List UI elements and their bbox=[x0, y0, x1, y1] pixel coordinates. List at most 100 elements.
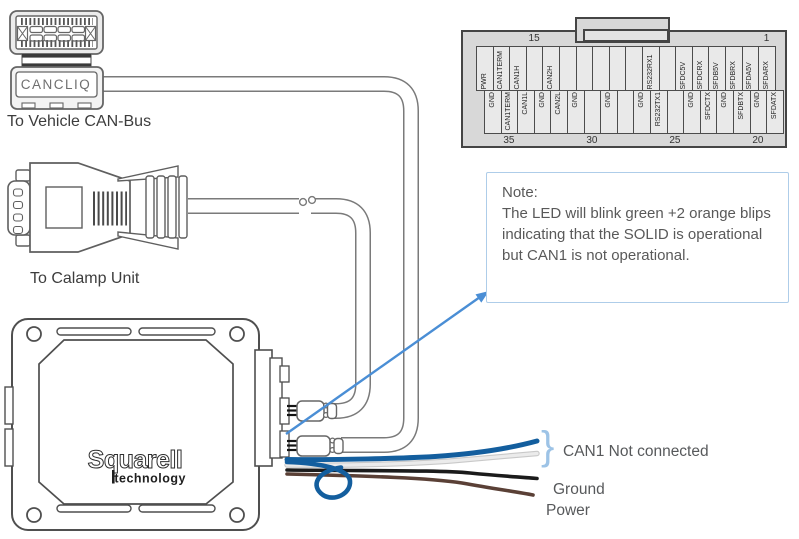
pin-label: GND bbox=[687, 92, 695, 108]
pin-cell-bottom: CAN1L bbox=[517, 90, 535, 134]
pin-cell-top bbox=[525, 46, 544, 91]
calamp-cable bbox=[188, 195, 371, 419]
pin-label: GND bbox=[488, 92, 496, 108]
db9-connector-graphic bbox=[7, 162, 188, 253]
pin-cell-bottom: SFDBTX bbox=[733, 90, 751, 134]
pin-number: 35 bbox=[503, 135, 515, 146]
pin-label bbox=[563, 48, 573, 89]
cable-break-hook bbox=[307, 195, 317, 205]
blue-wire-loop bbox=[284, 459, 353, 500]
pin-cell-bottom: RS232TX1 bbox=[650, 90, 668, 134]
pin-number: 25 bbox=[669, 135, 681, 146]
pin-label: SFDCRX bbox=[696, 60, 704, 89]
technology-logo: technology bbox=[114, 472, 186, 486]
pin-cell-top: SFDB5V bbox=[708, 46, 726, 91]
to-calamp-label: To Calamp Unit bbox=[30, 270, 140, 287]
solid-device-graphic bbox=[4, 318, 290, 531]
pin-label: GND bbox=[538, 92, 546, 108]
pin-number: 15 bbox=[528, 33, 540, 44]
pin-label: CAN1H bbox=[513, 65, 521, 89]
wire-bracket: } bbox=[541, 424, 554, 468]
pin-cell-bottom: GND bbox=[749, 90, 768, 134]
pinout-latch-tab bbox=[575, 17, 670, 43]
pin-cell-top bbox=[608, 46, 627, 91]
pin-cell-top: SFDARX bbox=[758, 46, 776, 91]
ground-label: Ground bbox=[553, 481, 605, 498]
pin-number: 30 bbox=[586, 135, 598, 146]
note-body: The LED will blink green +2 orange blips… bbox=[502, 205, 771, 264]
pin-cell-top: SFDCRX bbox=[691, 46, 710, 91]
pin-cell-top bbox=[592, 46, 610, 91]
to-vehicle-label: To Vehicle CAN-Bus bbox=[7, 113, 151, 130]
pin-label: CAN1L bbox=[521, 92, 529, 115]
pin-label: SFDBRX bbox=[729, 60, 737, 89]
can1-white-wire bbox=[285, 451, 539, 467]
note-arrow bbox=[285, 291, 489, 435]
pin-cell-top bbox=[658, 46, 677, 91]
pin-cell-top: SFDBRX bbox=[725, 46, 743, 91]
pin-label: RS232TX1 bbox=[654, 92, 662, 127]
pin-cell-bottom: GND bbox=[633, 90, 651, 134]
cancliq-connector-graphic bbox=[9, 10, 104, 110]
pin-cell-top: PWR bbox=[476, 46, 494, 91]
pin-cell-bottom: GND bbox=[533, 90, 552, 134]
can1-blue-wire bbox=[284, 438, 540, 463]
pin-label: GND bbox=[721, 92, 729, 108]
cancliq-label: CANCLIQ bbox=[21, 77, 92, 92]
pin-label: SFDC5V bbox=[679, 61, 687, 89]
pin-label: SFDB5V bbox=[713, 61, 721, 89]
pin-cell-bottom: SFDCTX bbox=[699, 90, 718, 134]
note-box: Note: The LED will blink green +2 orange… bbox=[486, 172, 789, 303]
pin-cell-bottom: SFDATX bbox=[766, 90, 784, 134]
pin-label: SFDARX bbox=[762, 60, 770, 89]
pin-cell-bottom: CAN2L bbox=[550, 90, 568, 134]
pin-label: SFDATX bbox=[770, 92, 778, 120]
pin-cell-bottom: GND bbox=[716, 90, 734, 134]
pin-label bbox=[596, 48, 606, 89]
power-label: Power bbox=[546, 502, 590, 519]
pin-number: 20 bbox=[752, 135, 764, 146]
pin-label: SFDA5V bbox=[746, 61, 754, 89]
pin-label: SFDBTX bbox=[737, 92, 745, 120]
cancliq-cable bbox=[102, 76, 419, 453]
pin-number: 1 bbox=[763, 33, 770, 44]
pin-label: GND bbox=[638, 92, 646, 108]
pin-label: GND bbox=[571, 92, 579, 108]
pin-cell-top: RS232RX1 bbox=[642, 46, 660, 91]
pin-label bbox=[530, 48, 540, 89]
pin-label: CAN1TERM bbox=[497, 50, 505, 89]
pin-cell-top: SFDC5V bbox=[675, 46, 693, 91]
pin-cell-bottom: GND bbox=[600, 90, 618, 134]
pin-label bbox=[670, 92, 680, 132]
loose-wires bbox=[284, 438, 540, 500]
pinout-latch-bar bbox=[583, 29, 669, 42]
pin-label bbox=[587, 92, 597, 132]
pin-label bbox=[662, 48, 672, 89]
pin-cell-bottom bbox=[583, 90, 602, 134]
pin-label: SFDCTX bbox=[704, 92, 712, 120]
pin-cell-bottom: GND bbox=[683, 90, 701, 134]
pin-cell-bottom: GND bbox=[484, 90, 502, 134]
pin-cell-top: CAN2H bbox=[542, 46, 560, 91]
can1-label: CAN1 Not connected bbox=[563, 443, 709, 460]
ground-wire bbox=[285, 468, 539, 481]
note-title: Note: bbox=[502, 184, 538, 201]
inline-connectors bbox=[287, 400, 344, 457]
logo-bar bbox=[112, 470, 115, 484]
pin-cell-top: SFDA5V bbox=[741, 46, 760, 91]
pin-cell-bottom: GND bbox=[567, 90, 585, 134]
pin-cell-top bbox=[575, 46, 594, 91]
pin-label: CAN1TERM bbox=[505, 92, 513, 131]
pin-label: GND bbox=[754, 92, 762, 108]
pin-label: CAN2L bbox=[555, 92, 563, 115]
pin-label bbox=[613, 48, 623, 89]
pin-cell-bottom bbox=[616, 90, 635, 134]
pin-label bbox=[629, 48, 639, 89]
pin-label: PWR bbox=[480, 72, 488, 89]
squarell-logo: Squarell bbox=[88, 446, 183, 474]
pin-cell-top: CAN1H bbox=[509, 46, 527, 91]
pin-label: RS232RX1 bbox=[646, 53, 654, 89]
pin-label: CAN2H bbox=[547, 65, 555, 89]
pin-label bbox=[579, 48, 589, 89]
